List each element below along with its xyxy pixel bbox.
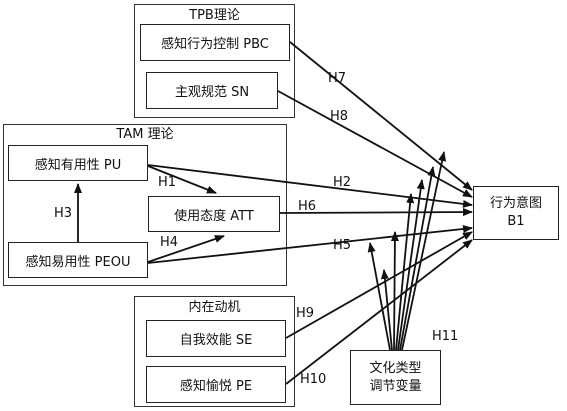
label-h11: H11 — [432, 329, 459, 344]
edge-h11-d — [395, 193, 415, 351]
label-h10: H10 — [300, 372, 327, 387]
label-h7: H7 — [328, 71, 347, 86]
label-h1: H1 — [158, 175, 177, 190]
tam-theory-group: TAM 理论 — [3, 124, 287, 286]
node-moderator-line1: 文化类型 — [369, 360, 422, 376]
edge-h9 — [285, 231, 473, 339]
node-se: 自我效能 SE — [146, 320, 286, 357]
label-h2: H2 — [333, 175, 352, 190]
label-h9: H9 — [296, 306, 315, 321]
edge-h11-c — [390, 231, 399, 351]
tpb-theory-group: TPB理论 — [134, 4, 295, 118]
node-pu: 感知有用性 PU — [8, 145, 148, 181]
label-h3: H3 — [54, 206, 73, 221]
edge-h11-e — [397, 179, 425, 351]
node-sn: 主观规范 SN — [146, 72, 278, 109]
node-bi-line2: B1 — [507, 214, 525, 229]
node-bi-line1: 行为意图 — [489, 196, 542, 211]
edge-h8 — [277, 90, 473, 198]
node-bi: 行为意图 B1 — [473, 186, 559, 240]
node-moderator-line2: 调节变量 — [369, 378, 422, 394]
node-pbc: 感知行为控制 PBC — [140, 24, 290, 61]
edge-h11-f — [399, 166, 436, 351]
node-moderator: 文化类型 调节变量 — [350, 350, 441, 405]
tpb-theory-title: TPB理论 — [189, 8, 240, 23]
edge-h4 — [147, 235, 225, 263]
label-h4: H4 — [160, 235, 179, 250]
edge-h10 — [285, 239, 473, 385]
node-att: 使用态度 ATT — [148, 196, 280, 232]
label-h6: H6 — [298, 199, 317, 214]
intrinsic-motivation-title: 内在动机 — [188, 300, 241, 315]
edge-h2 — [147, 164, 473, 208]
label-h5: H5 — [333, 238, 352, 253]
edge-h1 — [147, 165, 217, 194]
node-pe: 感知愉悦 PE — [146, 366, 286, 403]
edge-h5 — [147, 224, 473, 264]
edge-h11-b — [380, 269, 393, 351]
intrinsic-motivation-group: 内在动机 — [134, 296, 295, 407]
edge-h6 — [279, 208, 473, 217]
node-peou: 感知易用性 PEOU — [8, 242, 148, 278]
edge-h7 — [289, 41, 473, 191]
tam-theory-title: TAM 理论 — [116, 127, 174, 142]
label-h8: H8 — [330, 109, 349, 124]
edge-h11-g — [401, 151, 447, 351]
edge-h11-a — [367, 242, 391, 351]
